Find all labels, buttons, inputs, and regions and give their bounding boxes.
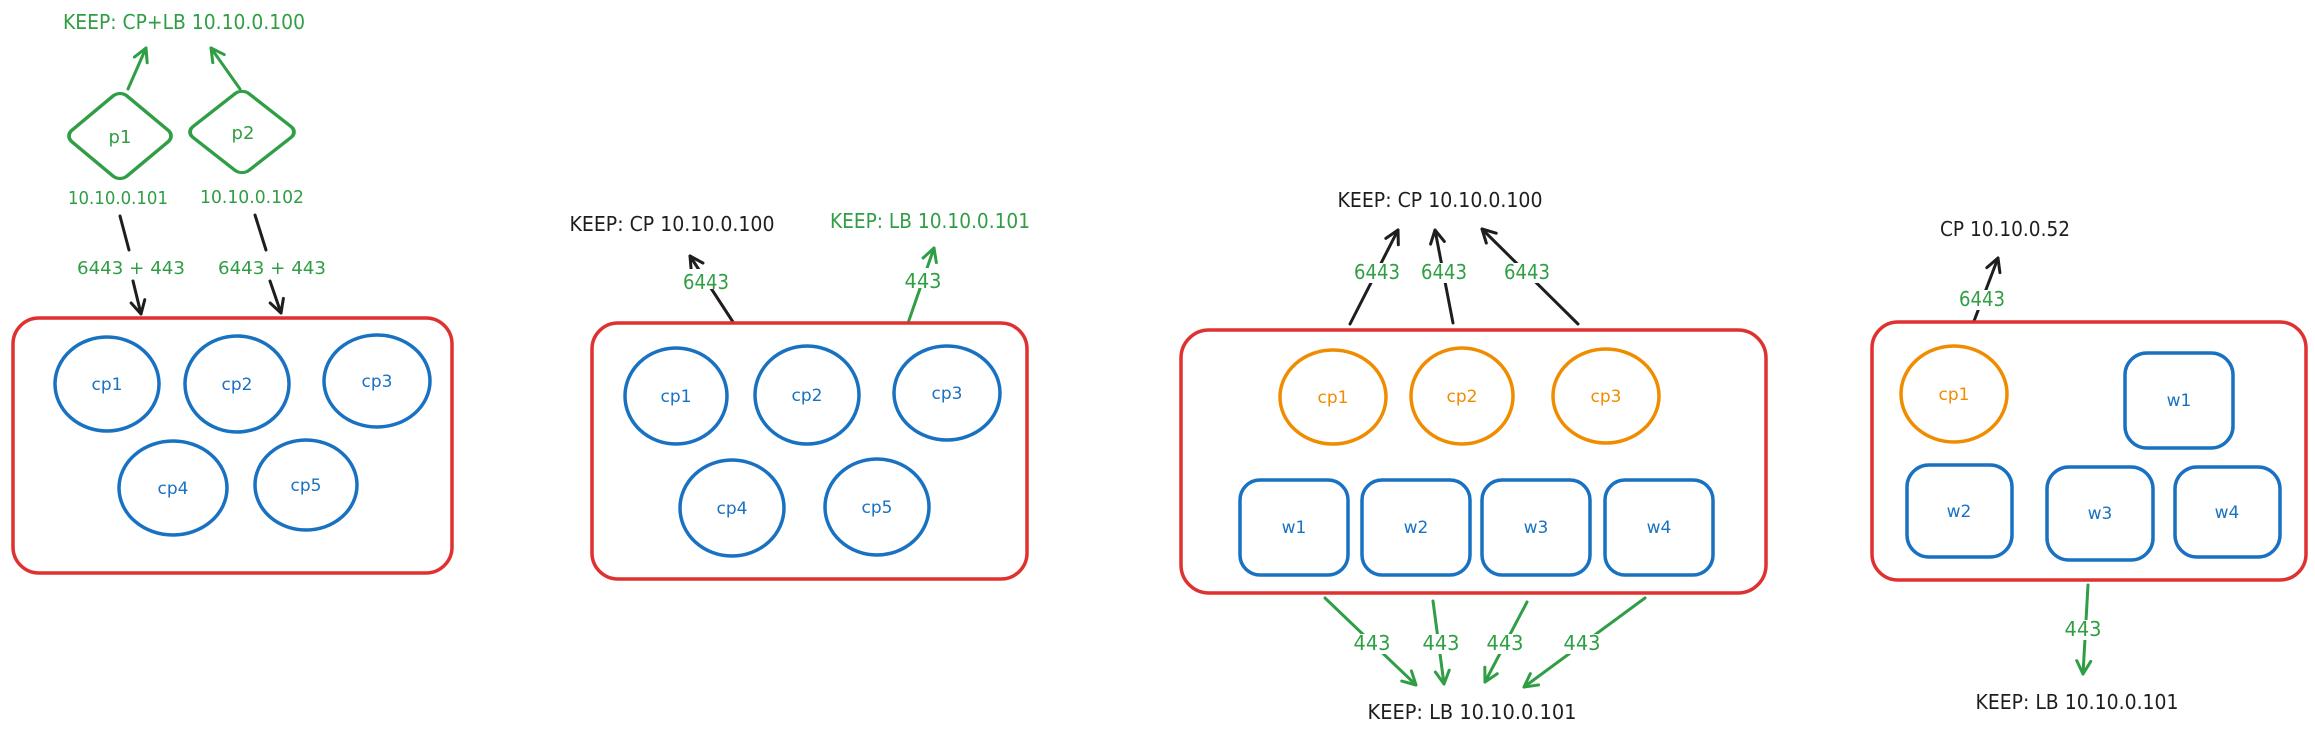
cluster4-node-cp1-label: cp1 (1939, 385, 1970, 405)
cluster4-node-w3-box (2045, 465, 2155, 562)
cluster3-node-w3-label: w3 (1524, 518, 1549, 538)
proxy1-ip: 10.10.0.101 (68, 188, 168, 209)
cluster3-lb-port4-label: 443 (1564, 631, 1601, 655)
proxy2-down-line (253, 213, 268, 252)
cluster4-node-w2-box (1905, 463, 2014, 559)
proxy2-ip: 10.10.0.102 (200, 187, 304, 208)
cluster3-node-cp1-label: cp1 (1318, 388, 1349, 408)
proxy1-to-vip-arrow (126, 46, 149, 91)
cluster3-node-w1-label: w1 (1282, 518, 1307, 538)
cluster4-node-cp1-circle (1899, 344, 2009, 444)
cluster3-lb-port2-label: 443 (1423, 631, 1460, 655)
cluster2-node-cp5-circle (823, 457, 931, 557)
cluster3-node-cp1-circle (1278, 348, 1388, 446)
cluster2-node-cp4-label: cp4 (717, 499, 748, 519)
cluster1-boundary-box (11, 316, 454, 575)
cluster3-cp-port1-label: 6443 (1354, 260, 1400, 284)
cluster2-cp-port-label: 6443 (683, 270, 729, 294)
cluster4-node-w4-label: w4 (2215, 503, 2240, 523)
cluster3-node-cp2-label: cp2 (1447, 387, 1478, 407)
cluster1-node-cp4-label: cp4 (158, 479, 189, 499)
cluster1-node-cp5-label: cp5 (291, 476, 322, 496)
cluster4-lb-port-backdrop (2063, 620, 2103, 640)
cluster2-node-cp2-circle (753, 344, 861, 446)
cluster1-node-cp4-circle (117, 439, 229, 537)
cluster2-cp-port-backdrop (681, 269, 731, 289)
cluster2-node-cp1-label: cp1 (661, 387, 692, 407)
cluster4-node-w4-box (2173, 465, 2282, 559)
cluster3-cp-port3-backdrop (1503, 263, 1553, 283)
cluster2-node-cp4-circle (678, 458, 786, 558)
proxy1-down-line (118, 214, 131, 252)
proxy1-ports-label: 6443 + 443 (77, 258, 185, 279)
cluster3-boundary-box (1179, 328, 1768, 595)
cluster3-lb-port1-backdrop (1352, 634, 1392, 654)
cluster1-node-cp1-circle (53, 335, 161, 433)
cluster4-lb-port-label: 443 (2065, 617, 2102, 641)
cluster2-lb-vip-title: KEEP: LB 10.10.0.101 (830, 209, 1030, 233)
cluster2-node-cp3-circle (892, 344, 1002, 442)
cluster3-node-w4-label: w4 (1647, 518, 1672, 538)
cluster3-cp-port2-backdrop (1420, 263, 1470, 283)
cluster4-cp-port-label: 6443 (1959, 287, 2005, 311)
cluster3-node-cp2-circle (1409, 346, 1515, 446)
proxy2-to-cluster-arrow (268, 279, 285, 315)
proxy2-to-vip-arrow (209, 46, 242, 91)
cluster3-node-w2-box (1360, 478, 1472, 577)
proxy1-label: p1 (109, 127, 132, 148)
cluster3-node-cp3-circle (1551, 347, 1661, 445)
cluster3-lb-port3-label: 443 (1487, 631, 1524, 655)
cluster4-cp-title: CP 10.10.0.52 (1940, 217, 2070, 241)
cluster2-node-cp2-label: cp2 (792, 386, 823, 406)
cluster3-node-cp3-label: cp3 (1591, 387, 1622, 407)
cluster2-lb-port-label: 443 (905, 269, 942, 293)
cluster1-node-cp5-circle (253, 438, 359, 532)
cluster4-node-w1-label: w1 (2167, 391, 2192, 411)
proxy2-diamond (188, 89, 296, 175)
cluster3-cp-port1-backdrop (1353, 263, 1403, 283)
cluster2-lb-port-backdrop (903, 268, 943, 288)
proxy1-diamond (67, 91, 173, 181)
cluster2-cp-vip-title: KEEP: CP 10.10.0.100 (570, 212, 775, 236)
cluster3-lb-vip-title: KEEP: LB 10.10.0.101 (1368, 700, 1577, 724)
cluster1-node-cp3-label: cp3 (362, 372, 393, 392)
cluster1-node-cp2-label: cp2 (222, 375, 253, 395)
cluster3-lb-port4-backdrop (1562, 634, 1602, 654)
cluster-3-cp-vip-worker-lb: KEEP: CP 10.10.0.100 6443 6443 6443 cp1 … (1179, 188, 1768, 724)
cluster4-lb-vip-title: KEEP: LB 10.10.0.101 (1976, 690, 2179, 714)
cluster2-node-cp1-circle (623, 346, 729, 446)
cluster-4-single-cp-worker-lb: CP 10.10.0.52 6443 cp1 w1 w2 w3 w4 443 K… (1870, 217, 2308, 714)
cluster4-cp-port-backdrop (1958, 290, 2008, 310)
proxy2-label: p2 (232, 123, 255, 144)
cluster3-lb-port2-backdrop (1421, 634, 1461, 654)
proxy2-ports-label: 6443 + 443 (218, 258, 326, 279)
cluster1-node-cp3-circle (322, 333, 432, 429)
cluster3-node-w3-box (1480, 478, 1592, 577)
cluster2-node-cp3-label: cp3 (932, 384, 963, 404)
cluster3-node-w1-box (1238, 478, 1350, 577)
cluster2-node-cp5-label: cp5 (862, 498, 893, 518)
cluster1-vip-title: KEEP: CP+LB 10.10.0.100 (63, 10, 305, 34)
cluster4-node-w1-box (2123, 351, 2235, 450)
cluster3-node-w4-box (1603, 478, 1715, 577)
cluster1-node-cp2-circle (183, 334, 291, 434)
cluster3-cp-port2-label: 6443 (1421, 260, 1467, 284)
cluster1-node-cp1-label: cp1 (92, 375, 123, 395)
cluster3-cp-port3-label: 6443 (1504, 260, 1550, 284)
cluster4-node-w2-label: w2 (1947, 502, 1972, 522)
cluster-2-cp-and-lb-vips: KEEP: CP 10.10.0.100 KEEP: LB 10.10.0.10… (570, 209, 1030, 581)
proxy1-to-cluster-arrow (129, 279, 147, 316)
cluster3-node-w2-label: w2 (1404, 518, 1429, 538)
cluster3-cp-vip-title: KEEP: CP 10.10.0.100 (1338, 188, 1543, 212)
cluster3-lb-port1-label: 443 (1354, 631, 1391, 655)
cluster4-node-w3-label: w3 (2088, 504, 2113, 524)
cluster-1-proxies-cp-lb: KEEP: CP+LB 10.10.0.100 p1 p2 10.10.0.10… (11, 10, 454, 575)
cluster3-lb-port3-backdrop (1485, 634, 1525, 654)
cluster4-boundary-box (1870, 320, 2308, 582)
cluster2-boundary-box (590, 321, 1029, 581)
